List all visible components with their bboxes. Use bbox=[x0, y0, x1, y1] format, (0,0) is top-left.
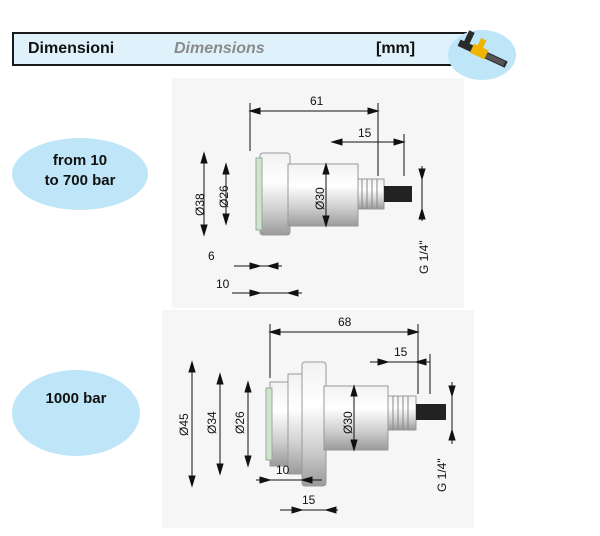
dim-flange-offset: 10 bbox=[276, 463, 290, 477]
unit-label: [mm] bbox=[376, 40, 416, 57]
dim-thread-length: 15 bbox=[358, 126, 372, 140]
pressure-range-badge-1: from 10 to 700 bar bbox=[12, 138, 148, 210]
dimension-drawing-700bar: 61 15 Ø38 Ø26 Ø30 G 1/4" 6 10 bbox=[172, 78, 464, 308]
sensor-step bbox=[287, 373, 303, 475]
dim-dia-face: Ø26 bbox=[233, 411, 247, 434]
sensor-flange bbox=[301, 361, 327, 487]
dim-dia-body: Ø30 bbox=[341, 411, 355, 434]
pressure-range-badge-2: 1000 bar bbox=[12, 370, 140, 456]
dim-face-depth: 6 bbox=[208, 249, 215, 263]
dim-dia-flange: Ø45 bbox=[177, 413, 191, 436]
thread bbox=[387, 395, 417, 431]
dimensions-header: Dimensioni Dimensions [mm] bbox=[12, 32, 467, 66]
title-english: Dimensions bbox=[174, 40, 265, 57]
sensor-body bbox=[323, 385, 389, 451]
dim-thread-length: 15 bbox=[394, 345, 408, 359]
dim-dia-face: Ø26 bbox=[217, 185, 231, 208]
dim-thread-size: G 1/4" bbox=[435, 458, 449, 492]
caliper-icon bbox=[448, 30, 516, 80]
face-seal bbox=[255, 157, 263, 231]
connector-pin bbox=[416, 404, 446, 420]
pressure-range-line-1: 1000 bar bbox=[45, 390, 107, 407]
title-italian: Dimensioni bbox=[28, 40, 115, 57]
face-seal bbox=[265, 387, 273, 461]
dim-overall-length: 68 bbox=[338, 315, 352, 329]
sensor-face bbox=[269, 381, 291, 467]
pressure-range-line-1: from 10 bbox=[52, 152, 108, 169]
pressure-range-line-2: to 700 bar bbox=[44, 172, 116, 189]
connector-pin bbox=[384, 186, 412, 202]
dim-overall-length: 61 bbox=[310, 94, 324, 108]
dimension-drawing-1000bar: 68 15 Ø45 Ø34 Ø26 Ø30 G 1/4" 10 15 bbox=[162, 310, 474, 528]
dim-flange-to-body: 15 bbox=[302, 493, 316, 507]
dim-thread-size: G 1/4" bbox=[417, 240, 431, 274]
dim-flange-offset: 10 bbox=[216, 277, 230, 291]
sensor-face bbox=[259, 152, 291, 236]
dim-dia-large: Ø38 bbox=[193, 193, 207, 216]
dim-dia-body: Ø30 bbox=[313, 187, 327, 210]
dim-dia-step: Ø34 bbox=[205, 411, 219, 434]
